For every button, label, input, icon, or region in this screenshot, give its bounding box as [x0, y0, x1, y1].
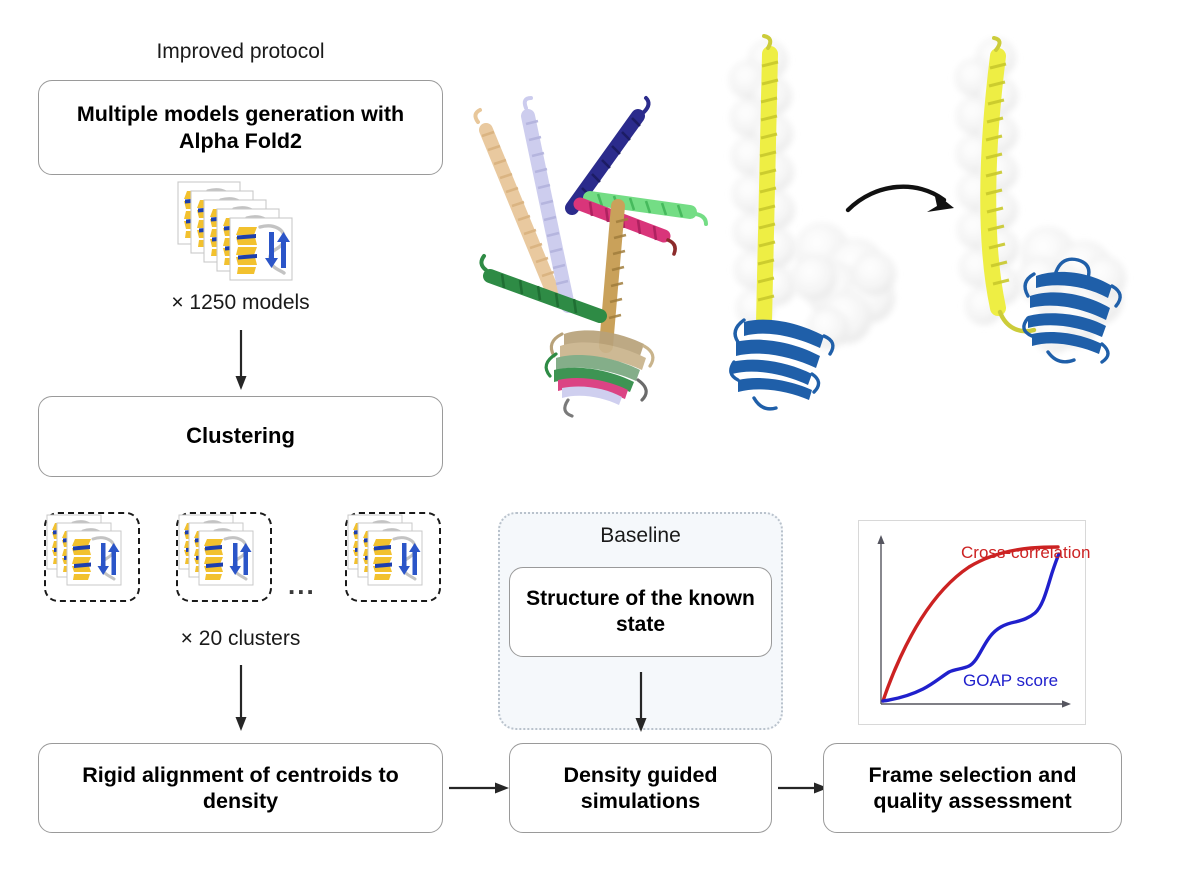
series-cross-correlation: [881, 545, 1060, 703]
cluster-ellipsis: ...: [288, 570, 316, 600]
box-structure-known-state[interactable]: Structure of the known state: [509, 567, 772, 657]
arrow-down-icon-baseline: [625, 672, 657, 734]
cluster-group-1[interactable]: [44, 512, 140, 602]
helix-darkgreen: [479, 254, 607, 323]
arrow-down-icon-2: [225, 665, 257, 733]
helix-navy: [565, 96, 651, 215]
box-density-guided-simulations[interactable]: Density guided simulations: [509, 743, 772, 833]
chart-label-goap-score: GOAP score: [963, 671, 1058, 690]
y-axis-arrow: [877, 535, 885, 544]
baseline-label: Baseline: [600, 524, 681, 547]
box-frame-selection[interactable]: Frame selection and quality assessment: [823, 743, 1122, 833]
helix-yellow-before: [756, 34, 779, 330]
helix-lavender: [521, 96, 575, 313]
structure-refined-model-in-density: [944, 22, 1154, 420]
curved-arrow-icon: [842, 160, 972, 250]
domain-loops-after: [1022, 257, 1122, 364]
arrow-right-icon-2: [778, 772, 830, 804]
helix-tan: [473, 108, 563, 307]
model-count-label: × 1250 models: [171, 291, 310, 314]
goap-score-text: GOAP score: [963, 671, 1059, 690]
x-axis-arrow: [1062, 700, 1071, 708]
domain-blue-after: [1028, 271, 1112, 354]
box-multiple-models-generation[interactable]: Multiple models generation with Alpha Fo…: [38, 80, 443, 175]
model-stack-1250: [176, 180, 298, 287]
domain-blue-before: [732, 319, 824, 400]
arrow-right-icon-1: [449, 772, 511, 804]
chart-svg: [877, 535, 1071, 708]
helix-gold: [599, 199, 629, 353]
beta-sheet-bundle: [544, 330, 655, 418]
density-cloud-domain: [791, 223, 896, 349]
domain-loops-before: [729, 318, 835, 411]
structure-initial-model-in-density: [724, 22, 924, 420]
cluster-group-2[interactable]: [176, 512, 272, 602]
cluster-group-n[interactable]: [345, 512, 441, 602]
structure-superimposed-af2-models: [468, 88, 724, 420]
chart-label-cross-correlation: Cross-correlation: [961, 543, 1090, 562]
cross-correlation-text: Cross-correlation: [961, 543, 1091, 562]
box-clustering[interactable]: Clustering: [38, 396, 443, 477]
box-rigid-alignment[interactable]: Rigid alignment of centroids to density: [38, 743, 443, 833]
quality-metrics-chart: Cross-correlation GOAP score: [858, 520, 1090, 725]
cluster-count-label: × 20 clusters: [180, 627, 301, 650]
arrow-down-icon: [225, 330, 257, 392]
series-goap-score: [881, 552, 1061, 703]
improved-protocol-label: Improved protocol: [156, 40, 325, 63]
helix-yellow-after: [980, 36, 1037, 334]
